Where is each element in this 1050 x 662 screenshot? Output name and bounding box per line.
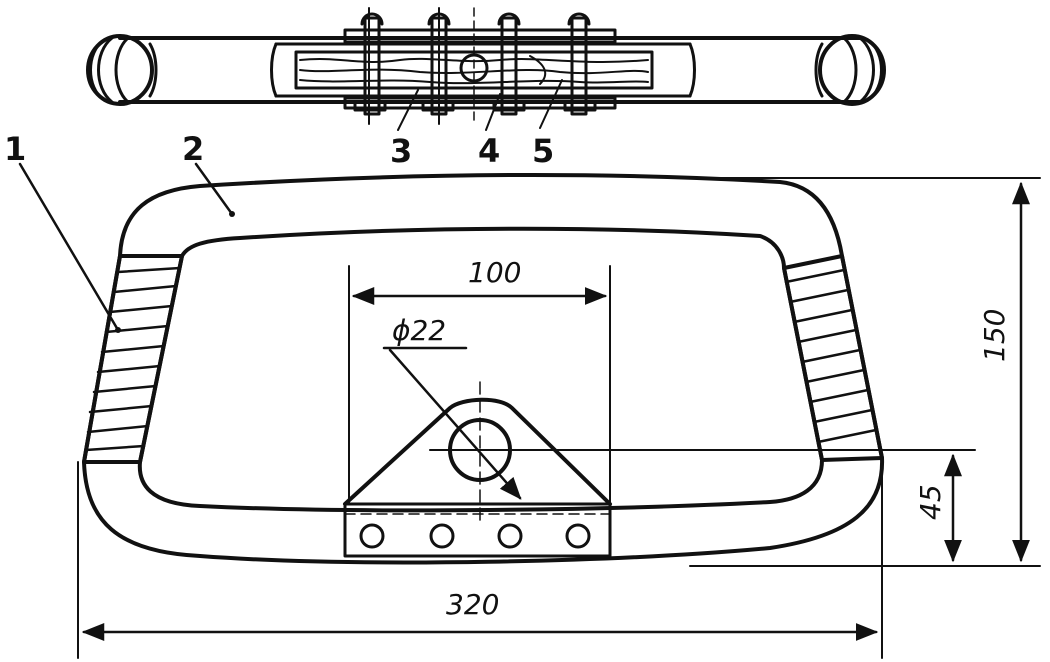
callout-2: 2 [182, 130, 204, 168]
dim-hole-diameter: ϕ22 [392, 314, 446, 347]
handle-inner-contour [137, 226, 824, 513]
dim-height: 150 [978, 309, 1011, 362]
left-grip-wrap [82, 254, 184, 464]
callout-3: 3 [390, 132, 412, 170]
wood-insert [294, 50, 654, 90]
right-tube-end [814, 34, 886, 106]
bottom-plate [343, 96, 617, 110]
left-tube-end [86, 34, 158, 106]
right-grip-wrap [782, 254, 884, 462]
dim-bolt-spacing: 100 [468, 256, 521, 289]
mounting-bracket [343, 381, 612, 558]
dim-bracket-height: 45 [914, 484, 947, 520]
callout-4: 4 [478, 132, 500, 170]
dimensions: 100 ϕ22 150 45 320 [77, 177, 1041, 659]
callout-5: 5 [532, 132, 554, 170]
callout-1: 1 [4, 130, 26, 168]
top-view: 3 4 5 [86, 7, 886, 170]
dim-width: 320 [446, 588, 499, 621]
top-plate [343, 28, 617, 44]
callout-2-dot [229, 211, 235, 217]
callout-1-dot [115, 327, 121, 333]
